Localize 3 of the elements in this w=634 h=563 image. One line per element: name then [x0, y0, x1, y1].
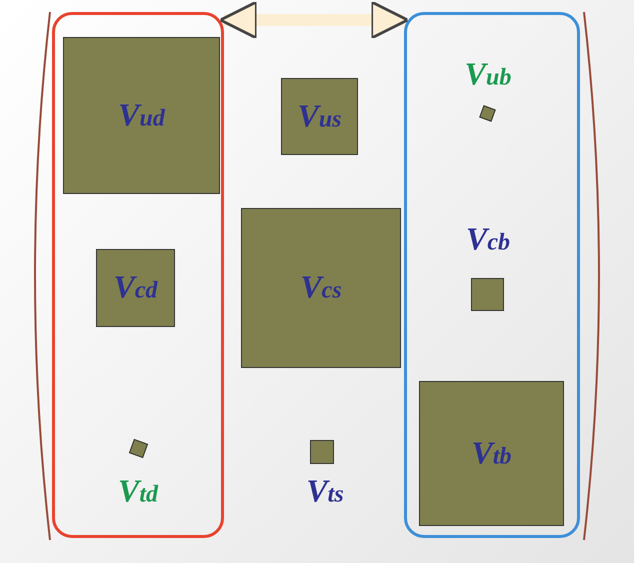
column-frame [52, 12, 224, 538]
double-arrow [218, 0, 410, 40]
column-frame [404, 12, 580, 538]
